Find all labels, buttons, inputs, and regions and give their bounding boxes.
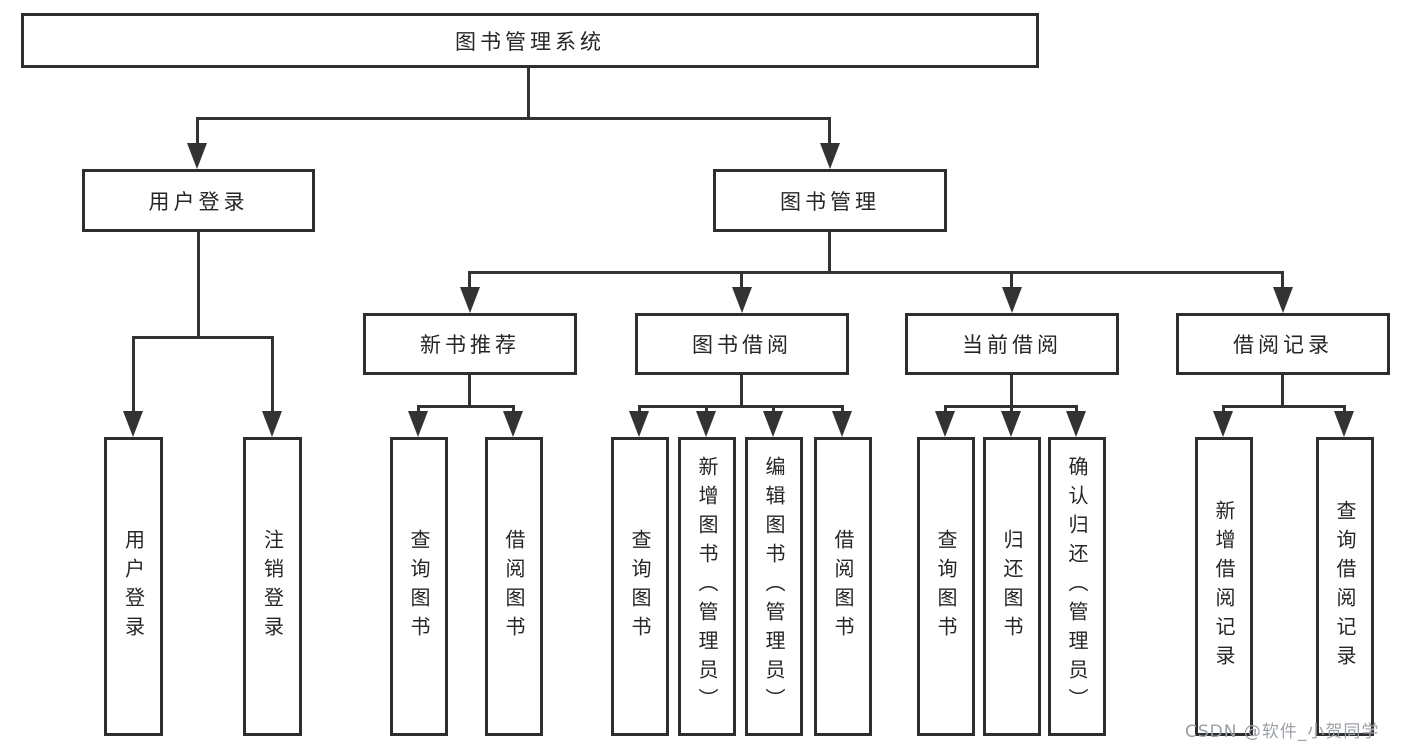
connector-group2-bar xyxy=(638,405,844,408)
node-label: 图书借阅 xyxy=(692,333,792,357)
node-user-login: 用户登录 xyxy=(82,169,315,232)
connector-drop-user-login-leaf xyxy=(132,336,135,413)
node-edit-books-admin: 编辑图书（管理员） xyxy=(745,437,803,736)
arrow-down-icon xyxy=(1213,411,1233,437)
connector-book-management-stem xyxy=(828,231,831,273)
connector-group2-stem xyxy=(740,374,743,407)
connector-drop-book-borrowing xyxy=(740,271,743,289)
connector-level3-bar xyxy=(468,271,1284,274)
node-label: 查询图书 xyxy=(628,528,652,645)
connector-leaf-drop xyxy=(944,405,947,413)
arrow-down-icon xyxy=(820,143,840,169)
connector-root-bar xyxy=(196,117,831,120)
arrow-down-icon xyxy=(1002,287,1022,313)
connector-group3-stem xyxy=(1010,374,1013,407)
connector-drop-borrowing-records xyxy=(1281,271,1284,289)
node-label: 图书管理系统 xyxy=(455,29,605,54)
connector-drop-logout-leaf xyxy=(271,336,274,413)
arrow-down-icon xyxy=(732,287,752,313)
arrow-down-icon xyxy=(123,411,143,437)
node-label: 借阅图书 xyxy=(502,528,526,645)
node-add-borrow-record: 新增借阅记录 xyxy=(1195,437,1253,736)
arrow-down-icon xyxy=(832,411,852,437)
connector-user-login-bar xyxy=(132,336,274,339)
arrow-down-icon xyxy=(935,411,955,437)
node-label: 查询图书 xyxy=(407,528,431,645)
node-add-books-admin: 新增图书（管理员） xyxy=(678,437,736,736)
node-return-books: 归还图书 xyxy=(983,437,1041,736)
connector-leaf-drop xyxy=(1343,405,1346,413)
connector-group1-stem xyxy=(468,374,471,407)
connector-leaf-drop xyxy=(512,405,515,413)
connector-leaf-drop xyxy=(841,405,844,413)
node-label: 新书推荐 xyxy=(420,333,520,357)
connector-leaf-drop xyxy=(705,405,708,413)
node-confirm-return-admin: 确认归还（管理员） xyxy=(1048,437,1106,736)
node-query-books-borrowing: 查询图书 xyxy=(611,437,669,736)
node-label: 新增图书（管理员） xyxy=(695,456,719,717)
node-label: 新增借阅记录 xyxy=(1212,499,1236,674)
arrow-down-icon xyxy=(408,411,428,437)
arrow-down-icon xyxy=(763,411,783,437)
connector-leaf-drop xyxy=(772,405,775,413)
connector-drop-new-book xyxy=(468,271,471,289)
arrow-down-icon xyxy=(262,411,282,437)
arrow-down-icon xyxy=(1001,411,1021,437)
node-borrow-books-borrowing: 借阅图书 xyxy=(814,437,872,736)
node-label: 用户登录 xyxy=(121,528,146,645)
node-query-books-recommend: 查询图书 xyxy=(390,437,448,736)
connector-drop-user-login xyxy=(196,117,199,147)
connector-leaf-drop xyxy=(417,405,420,413)
node-label: 确认归还（管理员） xyxy=(1065,456,1089,717)
arrow-down-icon xyxy=(187,143,207,169)
node-label: 归还图书 xyxy=(1000,528,1024,645)
node-new-book-recommendation: 新书推荐 xyxy=(363,313,577,375)
connector-leaf-drop xyxy=(638,405,641,413)
node-label: 借阅记录 xyxy=(1233,333,1333,357)
connector-root-stem xyxy=(527,68,530,119)
node-borrow-books-recommend: 借阅图书 xyxy=(485,437,543,736)
connector-drop-book-management xyxy=(828,117,831,147)
node-book-management: 图书管理 xyxy=(713,169,947,232)
arrow-down-icon xyxy=(696,411,716,437)
arrow-down-icon xyxy=(629,411,649,437)
node-label: 注销登录 xyxy=(260,528,285,645)
connector-drop-current-borrowing xyxy=(1010,271,1013,289)
arrow-down-icon xyxy=(1066,411,1086,437)
node-label: 图书管理 xyxy=(780,189,880,214)
csdn-watermark: CSDN @软件_小贺同学 xyxy=(1185,722,1380,742)
connector-group4-stem xyxy=(1281,374,1284,407)
node-label: 当前借阅 xyxy=(962,333,1062,357)
connector-user-login-stem xyxy=(197,231,200,338)
node-label: 查询借阅记录 xyxy=(1333,499,1357,674)
arrow-down-icon xyxy=(1334,411,1354,437)
connector-leaf-drop xyxy=(1075,405,1078,413)
node-query-books-current: 查询图书 xyxy=(917,437,975,736)
connector-group4-bar xyxy=(1222,405,1346,408)
node-logout: 注销登录 xyxy=(243,437,302,736)
connector-leaf-drop xyxy=(1010,405,1013,413)
node-label: 借阅图书 xyxy=(831,528,855,645)
node-user-login-action: 用户登录 xyxy=(104,437,163,736)
arrow-down-icon xyxy=(1273,287,1293,313)
node-current-borrowing: 当前借阅 xyxy=(905,313,1119,375)
node-library-management-system: 图书管理系统 xyxy=(21,13,1039,68)
node-label: 查询图书 xyxy=(934,528,958,645)
connector-group1-bar xyxy=(417,405,515,408)
node-label: 用户登录 xyxy=(148,189,249,214)
arrow-down-icon xyxy=(503,411,523,437)
node-label: 编辑图书（管理员） xyxy=(762,456,786,717)
node-book-borrowing: 图书借阅 xyxy=(635,313,849,375)
connector-leaf-drop xyxy=(1222,405,1225,413)
arrow-down-icon xyxy=(460,287,480,313)
node-borrowing-records: 借阅记录 xyxy=(1176,313,1390,375)
node-query-borrow-record: 查询借阅记录 xyxy=(1316,437,1374,736)
